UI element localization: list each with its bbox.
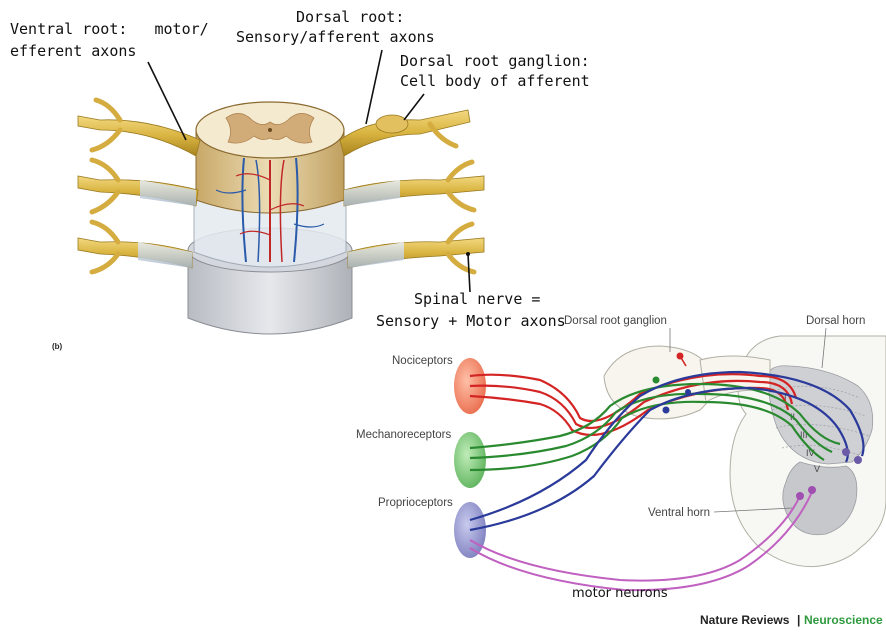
- dorsal-neuron-1: [842, 448, 850, 456]
- dorsal-horn-label: Dorsal horn: [806, 315, 865, 327]
- credit-section: Neuroscience: [804, 613, 883, 627]
- ventral-neuron-2: [808, 486, 816, 494]
- drg-cell-red: [677, 353, 684, 360]
- spinal-cord-illustration: [188, 102, 352, 334]
- drg-label-line1: Dorsal root ganglion:: [400, 52, 590, 70]
- credit-journal: Nature Reviews: [700, 613, 790, 627]
- spinal-nerve-pointer: [468, 254, 470, 292]
- drg-cell-blue: [663, 407, 670, 414]
- drg-cell-blue-2: [685, 389, 691, 395]
- dorsal-neuron-2: [854, 456, 862, 464]
- drg-schematic-label: Dorsal root ganglion: [564, 315, 667, 327]
- credit-separator: |: [797, 613, 800, 627]
- central-canal: [268, 128, 272, 132]
- mechanoreceptors-label: Mechanoreceptors: [356, 429, 451, 441]
- lamina-V: V: [814, 464, 820, 474]
- panel-tag: (b): [52, 342, 63, 351]
- motor-neurons-label: motor neurons: [572, 586, 668, 601]
- dorsal-root-pointer: [366, 50, 382, 124]
- dorsal-root-label-line2: Sensory/afferent axons: [236, 28, 435, 46]
- drg-pointer: [404, 94, 424, 120]
- drg-label-line2: Cell body of afferent: [400, 72, 590, 90]
- dorsal-root-label-line1: Dorsal root:: [296, 8, 404, 26]
- ventral-root-label-line2: efferent axons: [10, 42, 136, 60]
- ventral-neuron-1: [796, 492, 804, 500]
- spinal-nerve-label-line1: Spinal nerve =: [414, 290, 540, 308]
- mechanoreceptor-ending: [454, 432, 486, 488]
- proprioceptors-label: Proprioceptors: [378, 497, 453, 509]
- sensory-schematic: I II III IV V: [356, 315, 886, 627]
- ventral-root-label-line1: Ventral root: motor/: [10, 20, 209, 38]
- drg-cell-green: [653, 377, 660, 384]
- ventral-horn-label: Ventral horn: [648, 507, 710, 519]
- spinal-nerve-label-line2: Sensory + Motor axons: [376, 312, 566, 330]
- nociceptors-label: Nociceptors: [392, 355, 453, 367]
